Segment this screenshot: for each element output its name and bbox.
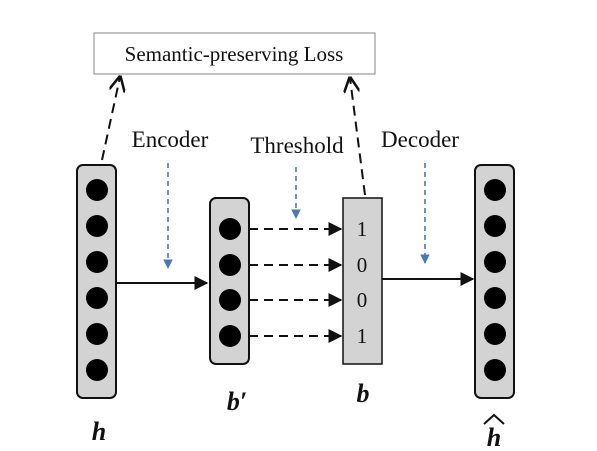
b-prime-label: b′ [227, 387, 247, 416]
h-label: h [92, 417, 106, 446]
vector-b-prime [209, 197, 250, 365]
b-bit: 1 [357, 324, 368, 348]
h-node [86, 323, 108, 345]
h-node [86, 287, 108, 309]
h-node [86, 215, 108, 237]
h-node [86, 251, 108, 273]
vector-b: 1 0 0 1 [342, 197, 383, 365]
h-hat-letter: h [487, 423, 501, 451]
loss-box-text: Semantic-preserving Loss [125, 42, 344, 66]
h-hat-node [484, 359, 506, 381]
h-hat-node [484, 323, 506, 345]
b-prime-node [219, 289, 241, 311]
b-bit: 0 [357, 253, 368, 277]
h-node [86, 179, 108, 201]
h-hat-node [484, 287, 506, 309]
vector-h-hat [474, 164, 515, 399]
b-label: b [357, 379, 370, 408]
b-prime-node [219, 218, 241, 240]
hat-accent-icon [483, 413, 505, 425]
loss-box: Semantic-preserving Loss [93, 32, 376, 75]
threshold-label: Threshold [250, 133, 344, 158]
b-bit: 1 [357, 217, 368, 241]
b-prime-node [219, 254, 241, 276]
b-bit: 0 [357, 288, 368, 312]
h-hat-node [484, 179, 506, 201]
h-node [86, 359, 108, 381]
loss-arrow-from-h [101, 77, 120, 161]
encoder-label: Encoder [132, 127, 209, 152]
vector-h [76, 164, 117, 399]
decoder-label: Decoder [381, 127, 459, 152]
loss-arrow-from-b [350, 78, 366, 196]
h-hat-node [484, 215, 506, 237]
b-prime-node [219, 325, 241, 347]
h-hat-label: h [483, 413, 505, 451]
h-hat-node [484, 251, 506, 273]
